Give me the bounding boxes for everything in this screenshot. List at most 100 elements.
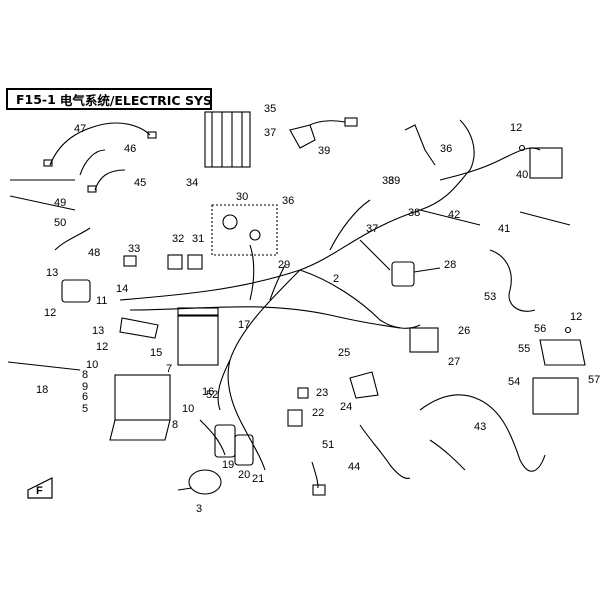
rod-18 — [7, 361, 81, 371]
harness-44 — [359, 424, 411, 479]
starter-relay-11 — [61, 279, 91, 303]
part-label-14: 14 — [116, 283, 128, 295]
part-label-2: 2 — [333, 273, 339, 285]
part-label-11: 11 — [96, 295, 107, 307]
part-label-49: 49 — [54, 197, 66, 209]
wire-47 — [49, 122, 151, 166]
sensor-37-wire — [309, 120, 346, 126]
main-harness-branch-i — [269, 264, 286, 301]
harness-43-b — [429, 439, 466, 471]
part-label-54: 54 — [508, 376, 520, 388]
connector-47a — [43, 159, 53, 167]
part-label-38: 38 — [408, 207, 420, 219]
main-harness-branch-a — [299, 269, 421, 329]
ecu-40 — [529, 147, 563, 179]
part-label-46: 46 — [124, 143, 136, 155]
group-30-frame — [211, 204, 278, 256]
part-label-15: 15 — [150, 347, 162, 359]
diagram-title: F15-1 电气系统/ELECTRIC SYSTEM — [6, 88, 212, 110]
rod-41 — [519, 211, 571, 226]
part-30-ring — [222, 214, 238, 230]
part-label-34: 34 — [186, 177, 198, 189]
part-label-50: 50 — [54, 217, 66, 229]
main-harness-branch-h — [249, 244, 255, 301]
part-label-48: 48 — [88, 247, 100, 259]
part-label-7: 7 — [166, 363, 172, 375]
part-label-36: 36 — [282, 195, 294, 207]
part-label-31: 31 — [192, 233, 204, 245]
main-harness-branch-g — [359, 239, 391, 271]
main-harness-branch-f — [419, 209, 481, 226]
sensor-51-wire — [311, 461, 319, 489]
part-label-28: 28 — [444, 259, 456, 271]
main-harness-branch-c — [227, 269, 301, 421]
part-label-8: 8 — [82, 369, 88, 381]
nut-12-b — [564, 326, 572, 334]
part-label-40: 40 — [516, 169, 528, 181]
part-label-23: 23 — [316, 387, 328, 399]
battery-16-top — [177, 307, 219, 317]
part-label-37: 37 — [264, 127, 276, 139]
harness-53 — [489, 249, 536, 312]
main-harness-branch-e — [329, 199, 371, 251]
part-label-12: 12 — [510, 122, 522, 134]
relay-22 — [287, 409, 303, 427]
main-harness-branch-k — [239, 419, 266, 471]
part-label-30: 30 — [236, 191, 248, 203]
switch-28-lever — [413, 267, 441, 273]
sensor-51 — [312, 484, 326, 496]
bracket-14 — [119, 317, 159, 339]
main-harness-branch-j — [199, 419, 226, 456]
horn-3 — [188, 469, 222, 495]
bolt-3 — [177, 487, 193, 491]
main-harness-branch-b — [129, 306, 401, 329]
part-33 — [123, 255, 137, 267]
part-label-21: 21 — [252, 473, 264, 485]
part-label-36: 36 — [440, 143, 452, 155]
part-label-5: 5 — [82, 403, 88, 415]
part-label-39: 39 — [318, 145, 330, 157]
part-label-56: 56 — [534, 323, 546, 335]
part-label-27: 27 — [448, 356, 460, 368]
part-label-24: 24 — [340, 401, 352, 413]
part-label-44: 44 — [348, 461, 360, 473]
part-label-45: 45 — [134, 177, 146, 189]
part-label-17: 17 — [238, 319, 250, 331]
diagram-name: 电气系统/ELECTRIC SYSTEM — [59, 92, 212, 108]
fuse-box-7 — [114, 374, 171, 421]
part-label-8: 8 — [172, 419, 178, 431]
main-harness-branch-d — [217, 359, 231, 411]
part-label-53: 53 — [484, 291, 496, 303]
battery-16 — [177, 314, 219, 366]
part-label-10: 10 — [86, 359, 98, 371]
connector-45 — [87, 185, 97, 193]
stamp-text: F — [36, 485, 43, 497]
coil-36-top — [404, 124, 436, 166]
part-label-6: 6 — [82, 391, 88, 403]
part-label-12: 12 — [96, 341, 108, 353]
part-label-33: 33 — [128, 243, 140, 255]
switch-28 — [391, 261, 415, 287]
harness-43 — [419, 394, 546, 472]
part-label-39: 39 — [388, 175, 400, 187]
part-label-51: 51 — [322, 439, 334, 451]
part-label-13: 13 — [46, 267, 58, 279]
sensor-24 — [349, 371, 379, 399]
wire-45 — [94, 169, 126, 191]
relay-32 — [167, 254, 183, 270]
part-label-3: 3 — [196, 503, 202, 515]
regulator-34 — [204, 111, 251, 168]
corner-stamp: F — [27, 477, 53, 499]
rod-50 — [9, 195, 76, 211]
part-30-ring-2 — [249, 229, 261, 241]
bracket-55 — [539, 339, 586, 366]
part-label-37: 37 — [366, 223, 378, 235]
part-label-47: 47 — [74, 123, 86, 135]
part-label-26: 26 — [458, 325, 470, 337]
relay-23 — [297, 387, 309, 399]
unit-26 — [409, 327, 439, 353]
part-label-10: 10 — [182, 403, 194, 415]
wire-48 — [54, 227, 91, 251]
part-label-18: 18 — [36, 384, 48, 396]
